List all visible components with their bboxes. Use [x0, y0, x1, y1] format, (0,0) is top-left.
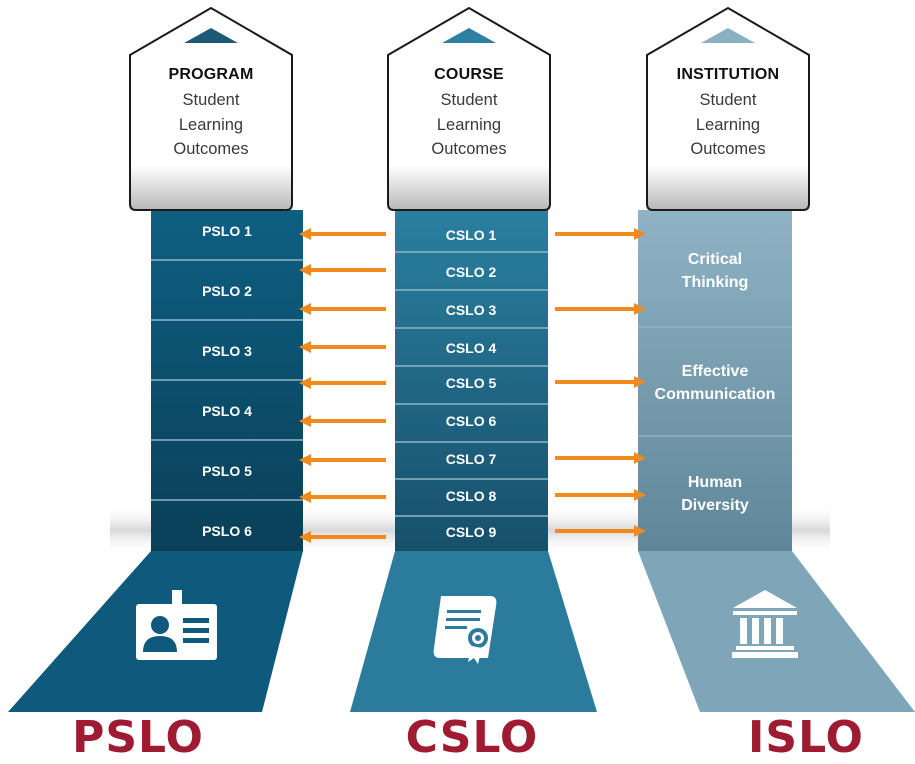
institution-building-icon: [732, 590, 798, 658]
course-header-title: COURSE: [434, 66, 504, 83]
islo-item: Critical Thinking: [638, 248, 792, 294]
alignment-arrows: [299, 228, 646, 543]
arrow-cslo-to-islo: [555, 228, 646, 240]
institution-header-house: [646, 6, 810, 211]
arrow-cslo-to-pslo: [299, 531, 386, 543]
course-header-house: [387, 6, 551, 211]
pslo-item: PSLO 6: [202, 523, 252, 539]
program-header-title: PROGRAM: [168, 66, 254, 83]
program-header-subtitle: Student Learning Outcomes: [131, 88, 291, 162]
course-header: COURSE Student Learning Outcomes: [389, 66, 549, 162]
islo-column: [638, 210, 792, 551]
institution-subtitle-line: Outcomes: [690, 140, 766, 158]
cslo-item: CSLO 6: [445, 413, 497, 429]
pslo-item: PSLO 3: [202, 343, 252, 359]
arrow-cslo-to-islo: [555, 452, 646, 464]
institution-header: INSTITUTION Student Learning Outcomes: [648, 66, 808, 162]
arrow-cslo-to-pslo: [299, 415, 386, 427]
course-subtitle-line: Outcomes: [431, 140, 507, 158]
arrow-cslo-to-pslo: [299, 454, 386, 466]
arrow-cslo-to-pslo: [299, 341, 386, 353]
arrow-cslo-to-pslo: [299, 228, 386, 240]
islo-item-line: Effective: [681, 363, 749, 380]
arrow-cslo-to-pslo: [299, 264, 386, 276]
cslo-item: CSLO 2: [445, 264, 497, 280]
cslo-item: CSLO 8: [445, 488, 497, 504]
course-subtitle-line: Student: [440, 91, 498, 109]
id-badge-icon: [136, 590, 217, 660]
cslo-item: CSLO 7: [445, 451, 497, 467]
islo-item-line: Human: [687, 474, 743, 491]
arrow-cslo-to-pslo: [299, 491, 386, 503]
course-header-subtitle: Student Learning Outcomes: [389, 88, 549, 162]
program-subtitle-line: Outcomes: [173, 140, 249, 158]
course-subtitle-line: Learning: [436, 115, 502, 134]
islo-item-line: Critical: [687, 251, 743, 268]
cslo-footer-label: CSLO: [405, 712, 539, 763]
cslo-column: [395, 210, 548, 551]
cslo-item: CSLO 5: [445, 375, 497, 391]
institution-header-title: INSTITUTION: [676, 66, 780, 83]
islo-item: Human Diversity: [638, 471, 792, 517]
islo-item: Effective Communication: [638, 360, 792, 406]
islo-item-line: Thinking: [681, 274, 749, 291]
cslo-item: CSLO 9: [445, 524, 497, 540]
cslo-item: CSLO 3: [445, 302, 497, 318]
institution-header-subtitle: Student Learning Outcomes: [648, 88, 808, 162]
pslo-item: PSLO 5: [202, 463, 252, 479]
pslo-footer-label: PSLO: [72, 712, 204, 763]
program-header: PROGRAM Student Learning Outcomes: [131, 66, 291, 162]
institution-subtitle-line: Student: [699, 91, 757, 109]
islo-item-line: Diversity: [681, 497, 749, 514]
program-subtitle-line: Learning: [178, 115, 244, 134]
pslo-item: PSLO 1: [202, 223, 252, 239]
program-header-house: [129, 6, 293, 211]
arrow-cslo-to-pslo: [299, 303, 386, 315]
cslo-item: CSLO 4: [445, 340, 497, 356]
arrow-cslo-to-pslo: [299, 377, 386, 389]
certificate-scroll-icon: [433, 596, 497, 664]
arrow-cslo-to-islo: [555, 525, 646, 537]
cslo-item: CSLO 1: [445, 227, 497, 243]
column-dividers: [151, 251, 792, 517]
institution-subtitle-line: Learning: [695, 115, 761, 134]
islo-footer-label: ISLO: [748, 712, 864, 763]
arrow-cslo-to-islo: [555, 376, 646, 388]
program-subtitle-line: Student: [182, 91, 240, 109]
arrow-cslo-to-islo: [555, 303, 646, 315]
pslo-item: PSLO 2: [202, 283, 252, 299]
islo-item-line: Communication: [654, 386, 776, 403]
pslo-item: PSLO 4: [202, 403, 252, 419]
arrow-cslo-to-islo: [555, 489, 646, 501]
